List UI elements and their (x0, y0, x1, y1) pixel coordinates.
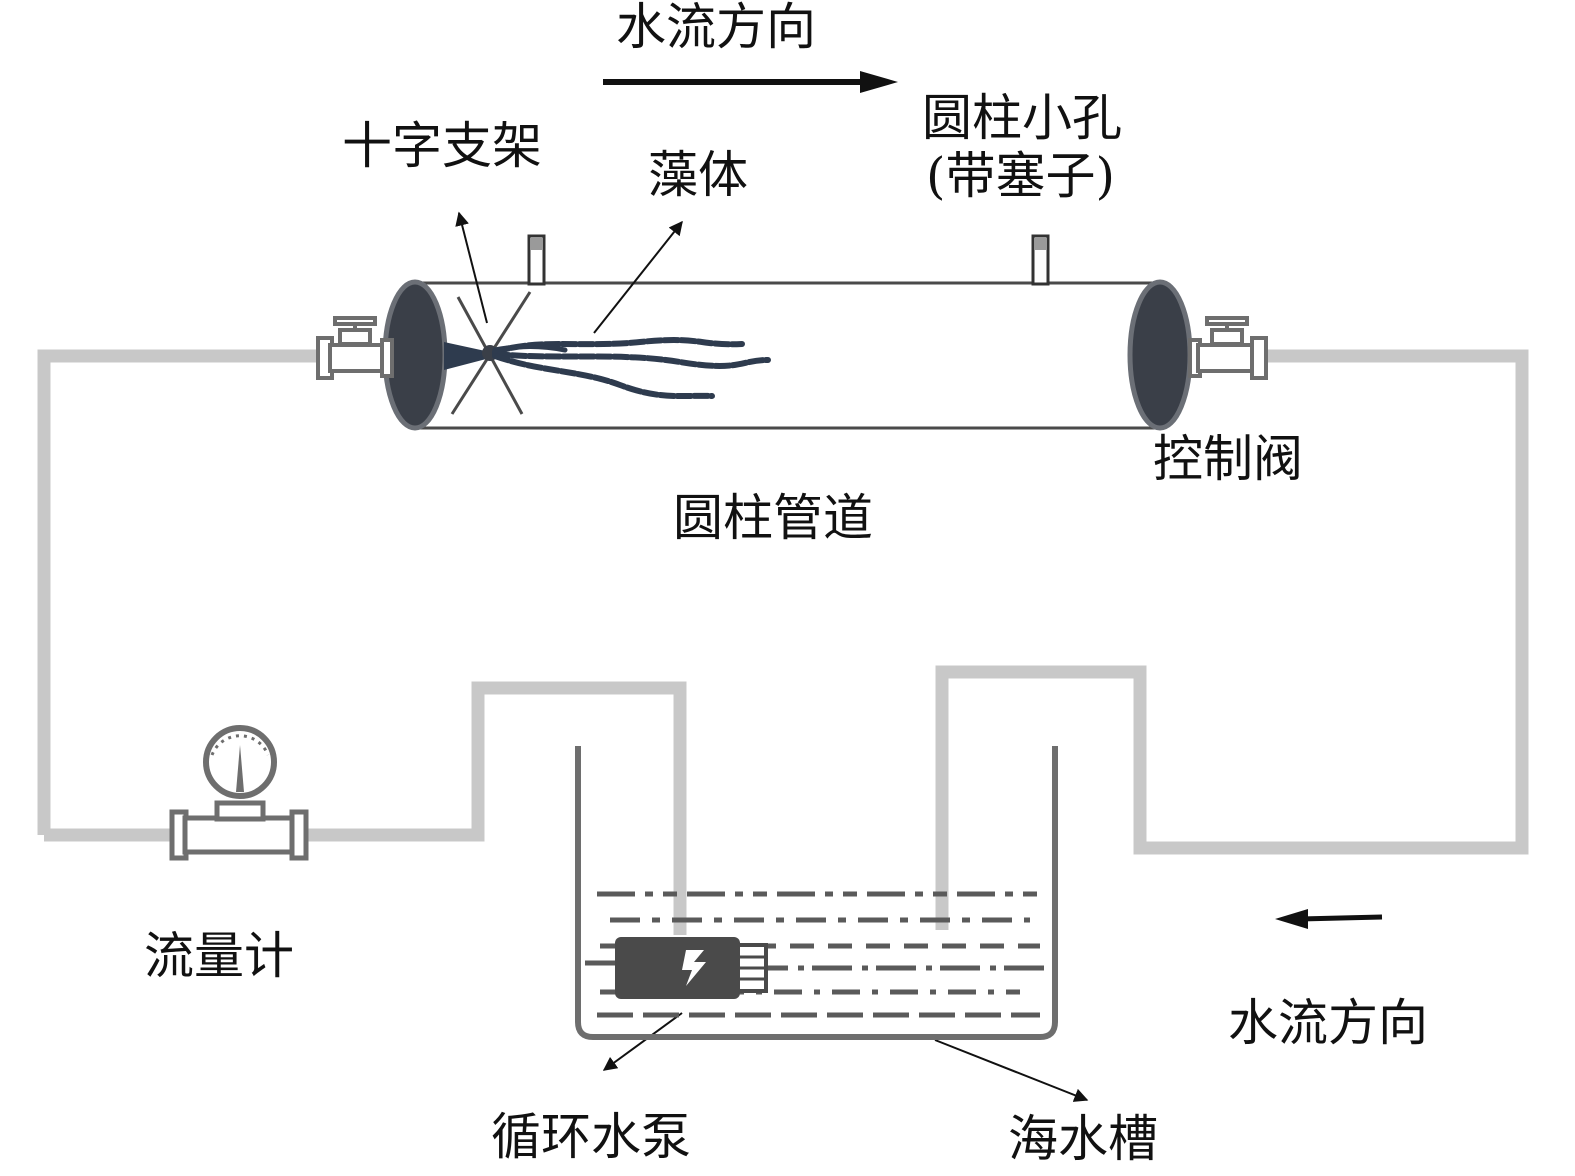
right-valve (1188, 316, 1268, 380)
algae-body (492, 337, 771, 400)
label-algae: 藻体 (648, 146, 748, 204)
pointer-tank (934, 1039, 1089, 1102)
stopper-hole-left (527, 234, 546, 286)
circulation-pipes (37, 349, 1529, 935)
pointer-arrows (455, 211, 1089, 1102)
label-cylindrical-pipe: 圆柱管道 (673, 489, 873, 547)
flow-arrow-top (603, 71, 898, 93)
circulating-pump (585, 937, 768, 999)
label-control-valve: 控制阀 (1153, 430, 1303, 488)
lightning-icon (682, 950, 706, 986)
label-cross-bracket: 十字支架 (342, 117, 542, 175)
pipe-right-return (935, 349, 1529, 930)
cross-bracket (444, 291, 532, 415)
label-flowmeter: 流量计 (144, 927, 294, 985)
pointer-pump (602, 1012, 683, 1071)
label-circulating-pump: 循环水泵 (491, 1108, 691, 1166)
flow-arrow-bottom (1275, 909, 1383, 929)
label-cylinder-hole-line2: (带塞子) (926, 147, 1115, 205)
right-end-cap (1127, 279, 1193, 431)
pointer-algae (593, 220, 683, 334)
label-flow-direction-top: 水流方向 (616, 0, 816, 56)
label-flow-direction-bottom: 水流方向 (1228, 994, 1428, 1052)
label-cylinder-hole-line1: 圆柱小孔 (922, 89, 1122, 147)
pipe-left-vertical (37, 349, 320, 835)
label-seawater-tank: 海水槽 (1008, 1110, 1158, 1168)
flowmeter (169, 725, 309, 861)
pipe-flowmeter-to-pump (305, 681, 687, 935)
stopper-hole-right (1031, 234, 1050, 286)
pointer-cross-bracket (455, 211, 488, 324)
left-valve (316, 316, 394, 380)
